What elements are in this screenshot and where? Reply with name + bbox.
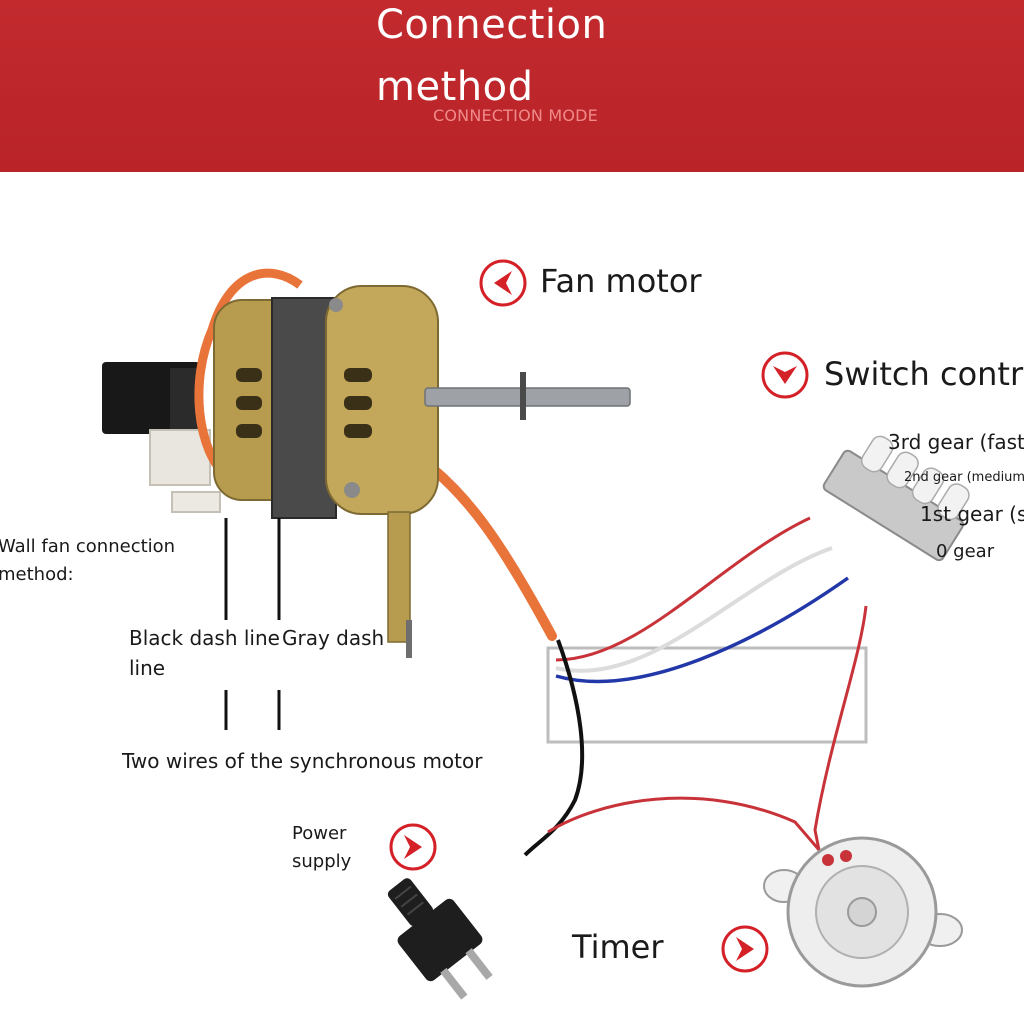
- chevron-left-icon: [479, 259, 527, 307]
- page-title: Connection method: [376, 2, 608, 110]
- power-plug: [387, 878, 493, 1000]
- gray-dash-label: Gray dash: [282, 626, 385, 650]
- switch-control-label: Switch contro: [824, 355, 1024, 393]
- fan-motor-label: Fan motor: [540, 262, 702, 300]
- fan-motor-body: [194, 268, 631, 658]
- blue-wire-gear1: [555, 576, 850, 684]
- power-label-line2: supply: [292, 851, 352, 872]
- chevron-down-icon: [761, 351, 809, 399]
- gear0-label: 0 gear: [936, 541, 995, 562]
- white-wire-gear2: [555, 546, 833, 673]
- page-subtitle: CONNECTION MODE: [433, 106, 598, 125]
- timer-device: [763, 836, 963, 988]
- orange-motor-cable: [427, 463, 557, 641]
- black-dash-label-line2: line: [129, 656, 166, 680]
- wall-fan-label-line2: method:: [0, 564, 74, 585]
- wire-junction-box: [546, 646, 868, 744]
- timer-label: Timer: [572, 928, 664, 966]
- power-label-line1: Power: [292, 823, 347, 844]
- sync-motor-label: Two wires of the synchronous motor: [122, 749, 483, 773]
- gear3-label: 3rd gear (fast): [888, 430, 1024, 454]
- gear1-label: 1st gear (sl: [920, 502, 1024, 526]
- black-wire-power: [523, 639, 585, 857]
- chevron-right-icon: [389, 823, 437, 871]
- chevron-right-icon: [721, 925, 769, 973]
- red-wire-power-timer: [547, 796, 828, 859]
- red-wire-gear3: [555, 516, 811, 662]
- black-dash-label-line1: Black dash line: [129, 626, 280, 650]
- gear2-label: 2nd gear (medium: [904, 470, 1024, 485]
- header-banner: Connection method CONNECTION MODE: [0, 0, 1024, 172]
- switch-controller: [822, 435, 970, 562]
- wiring-diagram: [102, 268, 970, 1000]
- wall-fan-label-line1: Wall fan connection: [0, 536, 176, 557]
- red-wire-switch-timer: [813, 605, 868, 856]
